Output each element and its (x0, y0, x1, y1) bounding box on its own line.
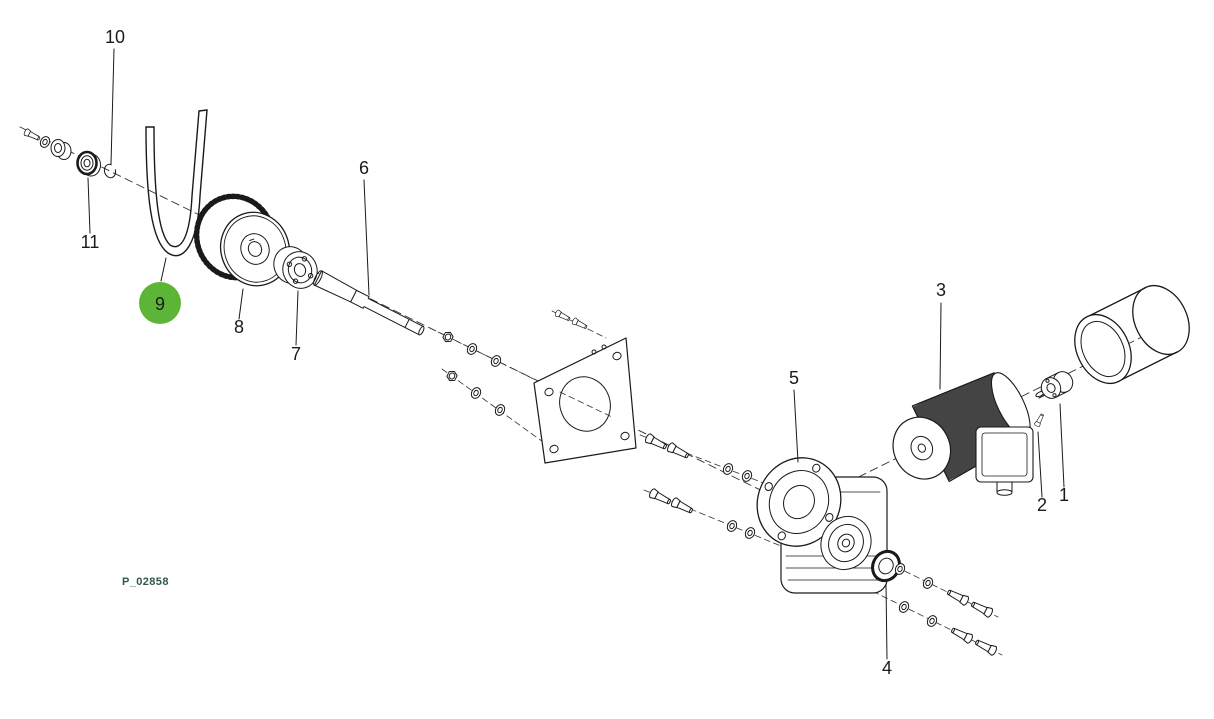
callout-label-3: 3 (936, 280, 946, 300)
callout-label-1: 1 (1059, 485, 1069, 505)
mounting-plate (533, 337, 637, 464)
callout-label-5: 5 (789, 368, 799, 388)
retaining-ring-bolt (22, 127, 52, 150)
toothed-pulley (193, 193, 291, 287)
callout-label-4: 4 (882, 658, 892, 678)
callout-label-9: 9 (155, 294, 165, 314)
spacer-disc (50, 139, 72, 160)
retaining-ring (103, 163, 117, 179)
callout-label-7: 7 (291, 344, 301, 364)
drive-cylinder (1074, 285, 1190, 384)
gearbox-output-boss (820, 515, 872, 571)
diagram-code: P_02858 (122, 576, 169, 588)
callout-label-2: 2 (1037, 495, 1047, 515)
gearbox-flange-bolts (643, 432, 757, 541)
set-screw (1033, 412, 1046, 428)
callout-label-11: 11 (81, 232, 100, 252)
hardware-alignment-dashes (437, 310, 1003, 656)
gearbox-input-flange (756, 457, 842, 547)
worm-gearbox (756, 457, 888, 594)
drive-shaft (313, 270, 425, 336)
callout-labels: 1 2 3 4 5 6 7 8 9 10 11 P_02858 (81, 27, 1069, 678)
callout-leader-lines (87, 48, 1065, 660)
motor-terminal-box (975, 426, 1034, 496)
plate-screws (554, 309, 589, 331)
callout-label-8: 8 (234, 317, 244, 337)
callout-label-10: 10 (105, 27, 125, 47)
output-coupling (1035, 371, 1074, 399)
shaft-mounting-hardware (441, 329, 507, 418)
clamping-hub (273, 246, 318, 289)
callout-9-highlight-circle (139, 282, 181, 324)
bearing (76, 150, 101, 177)
callout-label-6: 6 (359, 158, 369, 178)
electric-motor (892, 367, 1031, 483)
